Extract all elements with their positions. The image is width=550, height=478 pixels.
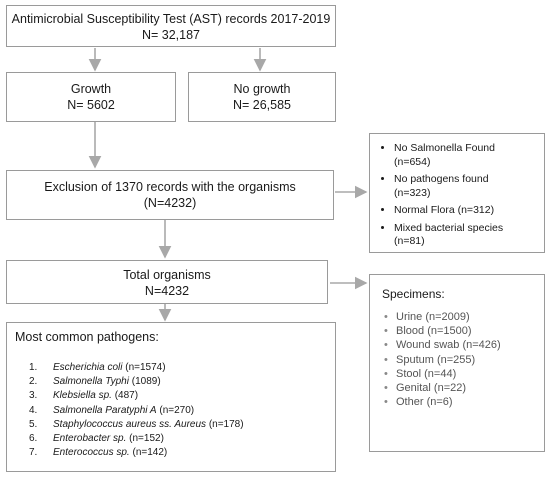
specimen-item: Wound swab (n=426) — [384, 338, 544, 352]
specimens-box: Specimens: Urine (n=2009) Blood (n=1500)… — [369, 274, 545, 452]
growth-title: Growth — [70, 82, 112, 96]
total-title: Total organisms — [123, 268, 211, 282]
records-title: Antimicrobial Susceptibility Test (AST) … — [11, 12, 331, 26]
excluded-item: Normal Flora (n=312) — [394, 204, 544, 218]
exclusion-count: (N=4232) — [143, 196, 197, 210]
pathogen-item: 3.Klebsiella sp. (487) — [29, 390, 139, 402]
pathogen-item: 4.Salmonella Paratyphi A (n=270) — [29, 404, 195, 416]
excluded-organisms-box: No Salmonella Found(n=654) No pathogens … — [369, 133, 545, 253]
excluded-item: No pathogens found(n=323) — [394, 173, 544, 200]
pathogens-list: 1.Escherichia coli (n=1574) 2.Salmonella… — [15, 361, 335, 460]
pathogens-title: Most common pathogens: — [15, 330, 159, 344]
records-box: Antimicrobial Susceptibility Test (AST) … — [6, 5, 336, 47]
specimen-item: Sputum (n=255) — [384, 353, 544, 367]
nogrowth-box: No growth N= 26,585 — [188, 72, 336, 122]
excluded-organisms-list: No Salmonella Found(n=654) No pathogens … — [370, 142, 544, 249]
exclusion-box: Exclusion of 1370 records with the organ… — [6, 170, 334, 220]
excluded-item: No Salmonella Found(n=654) — [394, 142, 544, 169]
specimens-list: Urine (n=2009) Blood (n=1500) Wound swab… — [382, 310, 544, 410]
total-organisms-box: Total organisms N=4232 — [6, 260, 328, 304]
growth-count: N= 5602 — [67, 98, 115, 112]
specimen-item: Stool (n=44) — [384, 367, 544, 381]
specimen-item: Blood (n=1500) — [384, 324, 544, 338]
specimen-item: Urine (n=2009) — [384, 310, 544, 324]
excluded-item: Mixed bacterial species(n=81) — [394, 222, 544, 249]
pathogen-item: 7.Enterococcus sp. (n=142) — [29, 447, 168, 459]
pathogen-item: 1.Escherichia coli (n=1574) — [29, 362, 166, 373]
exclusion-title: Exclusion of 1370 records with the organ… — [44, 180, 296, 194]
pathogens-box: Most common pathogens: 1.Escherichia col… — [6, 322, 336, 472]
pathogen-item: 5.Staphylococcus aureus ss. Aureus (n=17… — [29, 418, 244, 430]
pathogen-item: 6.Enterobacter sp. (n=152) — [29, 433, 164, 445]
specimen-item: Other (n=6) — [384, 395, 544, 409]
pathogen-item: 2.Salmonella Typhi (1089) — [29, 376, 161, 388]
nogrowth-title: No growth — [233, 82, 291, 96]
nogrowth-count: N= 26,585 — [232, 98, 292, 112]
growth-box: Growth N= 5602 — [6, 72, 176, 122]
specimen-item: Genital (n=22) — [384, 381, 544, 395]
records-count: N= 32,187 — [141, 28, 201, 42]
total-count: N=4232 — [144, 284, 190, 298]
specimens-title: Specimens: — [382, 287, 445, 301]
